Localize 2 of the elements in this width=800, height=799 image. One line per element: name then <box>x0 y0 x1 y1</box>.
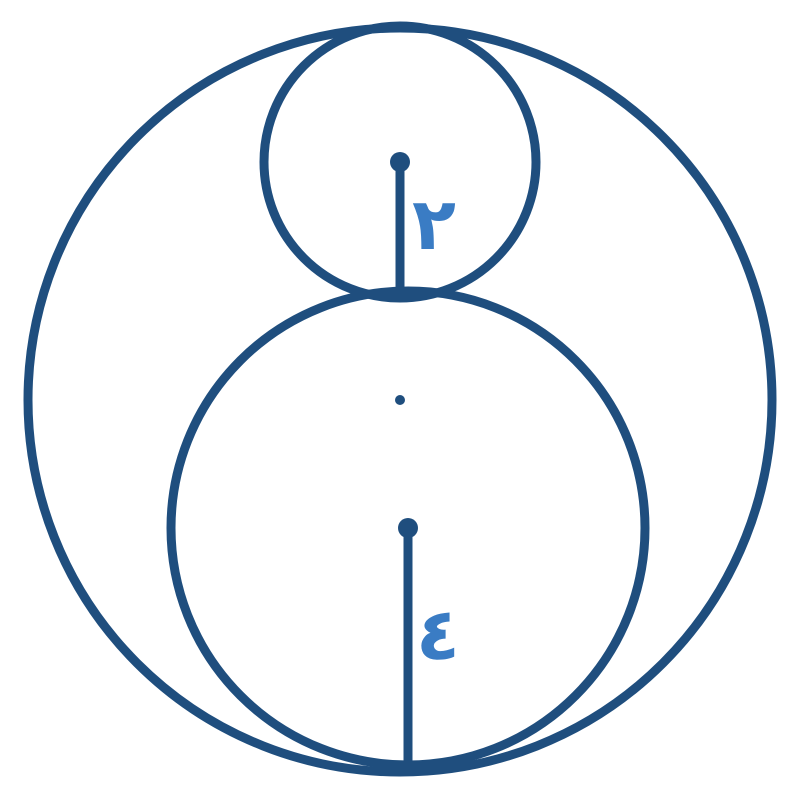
dimension-label: ٢ <box>412 188 456 260</box>
dimension-label: ٤ <box>416 598 460 670</box>
